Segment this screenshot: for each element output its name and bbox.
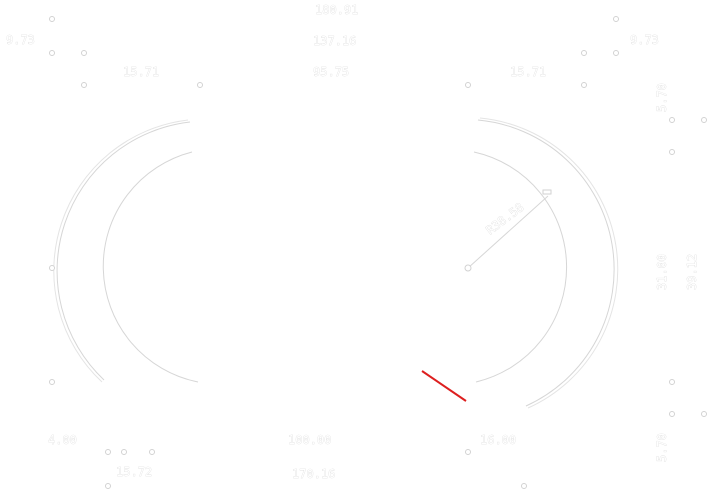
grip-marker[interactable] [81, 82, 87, 88]
dim-bottom-center-1[interactable]: 100.00 [288, 433, 332, 448]
grip-marker[interactable] [701, 411, 707, 417]
grip-marker[interactable] [465, 82, 471, 88]
grip-marker[interactable] [149, 449, 155, 455]
radius-center-marker[interactable] [464, 264, 472, 272]
left-inner-arc[interactable] [102, 151, 199, 383]
grip-marker[interactable] [49, 379, 55, 385]
grip-marker[interactable] [465, 449, 471, 455]
grip-marker[interactable] [669, 117, 675, 123]
dim-top-1[interactable]: 180.91 [315, 3, 359, 18]
grip-marker[interactable] [49, 50, 55, 56]
grip-marker[interactable] [197, 82, 203, 88]
grip-marker[interactable] [581, 82, 587, 88]
dim-right-outer[interactable]: 9.73 [630, 33, 660, 48]
radius-end-marker[interactable] [542, 189, 552, 195]
selection-cursor-line[interactable] [421, 370, 467, 402]
right-inner-arc[interactable] [473, 151, 568, 383]
grip-marker[interactable] [49, 16, 55, 22]
dim-right-inner[interactable]: 15.71 [510, 65, 547, 80]
right-outer-arc[interactable] [477, 119, 615, 407]
grip-marker[interactable] [613, 50, 619, 56]
dim-right-vertical-2[interactable]: 31.00 [655, 254, 670, 291]
grip-marker[interactable] [669, 149, 675, 155]
grip-marker[interactable] [613, 16, 619, 22]
grip-marker[interactable] [669, 411, 675, 417]
dim-bottom-center-2[interactable]: 170.16 [292, 467, 336, 482]
grip-marker[interactable] [105, 449, 111, 455]
grip-marker[interactable] [521, 483, 527, 489]
grip-marker[interactable] [669, 379, 675, 385]
radius-leader-line[interactable] [467, 195, 549, 269]
grip-marker[interactable] [49, 265, 55, 271]
grip-marker[interactable] [121, 449, 127, 455]
grip-markers [49, 16, 707, 489]
dim-bottom-left-2[interactable]: 15.72 [116, 465, 153, 480]
dim-left-inner[interactable]: 15.71 [123, 65, 160, 80]
dim-right-vertical-4[interactable]: 5.70 [655, 433, 670, 463]
dim-right-vertical-3[interactable]: 39.12 [685, 254, 700, 291]
right-outer-arc-shadow [479, 117, 619, 409]
dim-top-3[interactable]: 95.75 [313, 65, 350, 80]
dim-bottom-left-1[interactable]: 4.00 [48, 433, 78, 448]
grip-marker[interactable] [701, 117, 707, 123]
dim-right-vertical-1[interactable]: 5.70 [655, 83, 670, 113]
left-outer-arc[interactable] [56, 121, 191, 381]
left-outer-arc-shadow [53, 119, 189, 383]
grip-marker[interactable] [81, 50, 87, 56]
grip-marker[interactable] [581, 50, 587, 56]
dim-top-2[interactable]: 137.16 [313, 34, 357, 49]
dim-bottom-right[interactable]: 16.00 [480, 433, 517, 448]
dim-radius[interactable]: R38.58 [483, 200, 527, 238]
dim-left-outer[interactable]: 9.73 [6, 33, 36, 48]
grip-marker[interactable] [105, 483, 111, 489]
